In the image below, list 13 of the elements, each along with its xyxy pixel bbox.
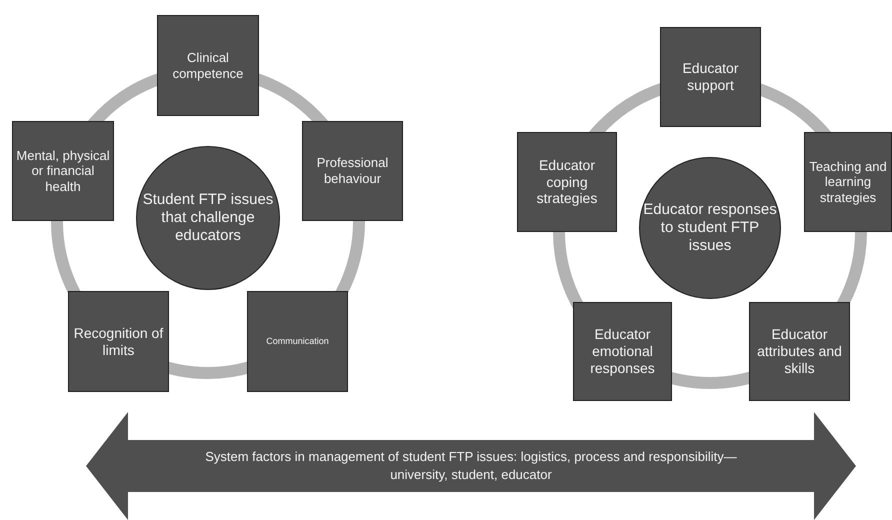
topic-box: Communication	[247, 291, 348, 392]
arrow-text: System factors in management of student FTP issues: logistics, process and responsibility—university, student, educator	[204, 448, 738, 484]
topic-box: Teaching and learning strategies	[804, 132, 892, 232]
center-circle: Student FTP issues that challenge educators	[136, 146, 280, 290]
topic-box: Educator support	[660, 27, 761, 127]
topic-box: Mental, physical or financial health	[12, 121, 114, 221]
topic-box: Educator emotional responses	[573, 302, 672, 401]
center-circle: Educator responses to student FTP issues	[639, 157, 781, 299]
topic-box: Professional behaviour	[302, 121, 403, 221]
topic-box: Recognition of limits	[68, 291, 169, 392]
topic-box: Clinical competence	[157, 15, 259, 116]
topic-box: Educator coping strategies	[517, 132, 617, 232]
topic-box: Educator attributes and skills	[749, 302, 850, 401]
